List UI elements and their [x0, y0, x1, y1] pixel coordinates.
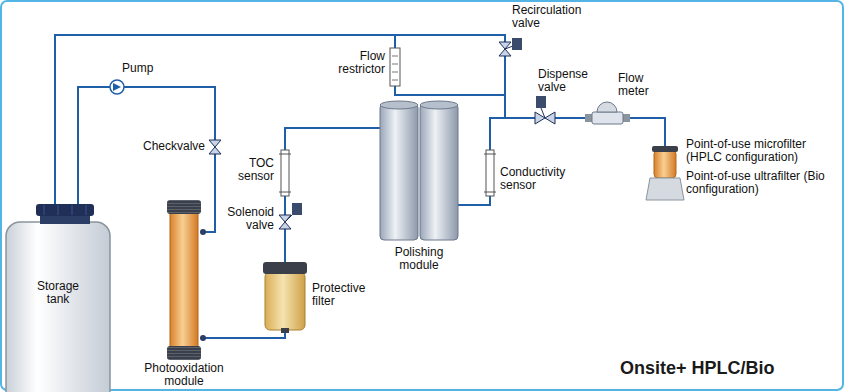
component-label: Polishing module	[384, 246, 454, 272]
polishing-cartridges	[380, 101, 458, 240]
conductivity-sensor-symbol	[484, 150, 496, 196]
storage-tank-box: Storage tank	[6, 204, 110, 392]
component-label: Solenoid valve	[214, 206, 274, 232]
water-pipe	[490, 118, 535, 150]
dispense-valve-symbol	[535, 96, 555, 124]
toc-sensor-box: TOC sensor	[281, 150, 289, 196]
water-pipe	[124, 87, 215, 140]
component-label: Flow restrictor	[325, 50, 385, 76]
checkvalve-symbol	[209, 140, 221, 154]
component-label: Flow meter	[618, 72, 658, 98]
water-pipe	[78, 87, 110, 204]
flow-restrictor-symbol	[390, 48, 400, 86]
storage-tank	[6, 204, 110, 392]
protective-filter	[263, 262, 307, 333]
component-label: Protective filter	[312, 282, 374, 308]
pump-symbol	[110, 80, 124, 94]
filter-box: Protective filter	[263, 262, 307, 333]
recirculation-valve-box: Recirculation valve	[499, 42, 511, 56]
water-pipe	[284, 229, 286, 262]
point-of-use-filter	[646, 146, 684, 200]
water-pipe	[630, 118, 665, 146]
polishing-box: Polishing module	[380, 100, 458, 240]
diagram-title: Onsite+ HPLC/Bio	[620, 358, 775, 379]
component-label: Storage tank	[28, 280, 88, 306]
component-label: Recirculation valve	[512, 4, 602, 30]
toc-sensor-symbol	[279, 150, 291, 196]
component-label: TOC sensor	[224, 157, 274, 183]
component-label: Conductivity sensor	[500, 166, 580, 192]
water-pipe	[458, 196, 490, 205]
component-label: Point-of-use ultrafilter (Bio configurat…	[686, 170, 836, 196]
flow-meter-box: Flow meter	[585, 98, 630, 124]
water-pipe	[490, 56, 505, 150]
photooxidation-tube	[167, 200, 206, 360]
water-pipe	[201, 333, 285, 338]
photooxidation-box: Photooxidation module	[167, 200, 201, 360]
pump-box: Pump	[110, 80, 124, 94]
component-label: Pump	[122, 62, 162, 75]
solenoid-valve-symbol	[279, 203, 302, 229]
flow-meter-symbol	[585, 102, 630, 124]
recirculation-valve-symbol	[499, 38, 522, 56]
dispense-valve-box: Dispense valve	[535, 111, 555, 125]
component-label: Photooxidation module	[134, 362, 234, 388]
water-pipe	[285, 128, 380, 150]
water-pipe	[201, 154, 215, 232]
water-pipe	[555, 117, 585, 119]
restrictor-box: Flow restrictor	[390, 48, 400, 86]
component-label: Dispense valve	[538, 68, 594, 94]
water-pipe	[55, 35, 395, 204]
component-label: Point-of-use microfilter (HPLC configura…	[686, 138, 836, 164]
solenoid-valve-box: Solenoid valve	[278, 215, 292, 229]
checkvalve-box: Checkvalve	[209, 140, 221, 154]
water-pipe	[284, 196, 286, 215]
conductivity-box: Conductivity sensor	[486, 150, 494, 196]
pou-filter-box: Point-of-use microfilter (HPLC configura…	[652, 146, 678, 200]
component-label: Checkvalve	[130, 140, 205, 153]
